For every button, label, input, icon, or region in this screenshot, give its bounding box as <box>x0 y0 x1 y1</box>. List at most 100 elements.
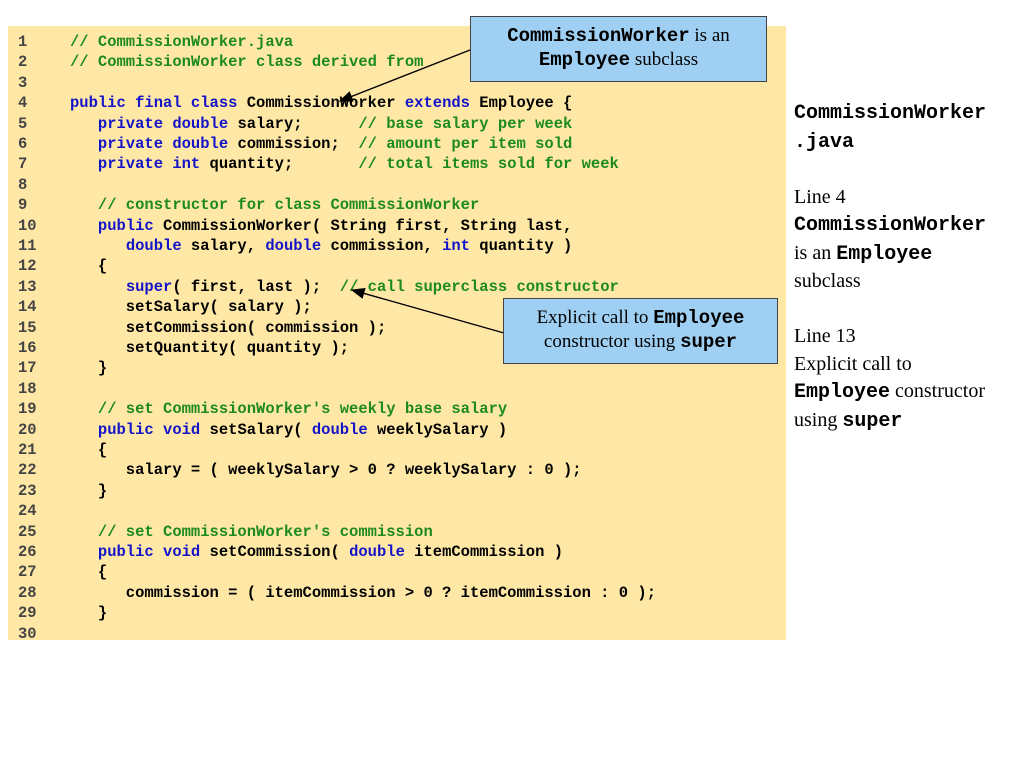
line-number: 20 <box>18 420 37 439</box>
code-token: setSalary( <box>200 420 312 439</box>
line-number: 11 <box>18 237 37 255</box>
code-comment: // amount per item sold <box>358 135 573 153</box>
callout2-employee: Employee <box>653 307 745 329</box>
side-line13-super: super <box>842 409 903 433</box>
line-number: 19 <box>18 400 37 419</box>
callout1-text-end: subclass <box>630 49 699 70</box>
code-text: double salary, double commission, int qu… <box>70 236 573 256</box>
code-text: commission = ( itemCommission > 0 ? item… <box>70 583 656 603</box>
code-keyword: private double <box>97 135 229 153</box>
code-text: setSalary( salary ); <box>70 297 312 317</box>
code-text: public CommissionWorker( String first, S… <box>70 216 572 236</box>
code-text: // constructor for class CommissionWorke… <box>70 195 479 215</box>
side-line13-employee: Employee <box>794 381 891 404</box>
line-number: 15 <box>18 318 37 337</box>
code-text: setCommission( commission ); <box>70 318 386 338</box>
callout2-text: Explicit call to <box>536 307 654 328</box>
code-token: weeklySalary ) <box>367 420 508 439</box>
code-text: { <box>70 256 107 276</box>
line-number: 23 <box>18 481 37 500</box>
code-token <box>70 237 126 255</box>
line-number: 24 <box>18 502 37 521</box>
side-notes: CommissionWorker .java Line 4 Commission… <box>794 99 1016 435</box>
code-token <box>70 196 98 214</box>
code-token: } <box>70 359 108 378</box>
code-token: setCommission( <box>200 543 350 561</box>
code-text: { <box>70 562 107 582</box>
code-keyword: super <box>125 277 173 296</box>
code-token: { <box>70 257 108 276</box>
code-keyword: private int <box>97 155 201 174</box>
line-number: 27 <box>18 563 37 582</box>
code-token: salary; <box>228 114 359 133</box>
code-text: } <box>70 481 107 501</box>
code-text: } <box>70 358 107 378</box>
code-text: private int quantity; // total items sol… <box>70 154 619 174</box>
side-filename-part2: .java <box>794 130 855 154</box>
code-token: setCommission( commission ); <box>70 318 387 337</box>
code-text: // CommissionWorker class derived from <box>70 52 433 72</box>
code-token: commission = ( itemCommission > 0 ? item… <box>70 583 656 602</box>
code-comment: // CommissionWorker.java <box>70 33 294 51</box>
callout1-class-name: CommissionWorker <box>507 25 690 47</box>
line-number: 6 <box>18 135 28 153</box>
callout-subclass: CommissionWorker is an Employee subclass <box>470 16 767 82</box>
line-number: 17 <box>18 359 37 378</box>
side-line4-employee: Employee <box>836 242 933 266</box>
code-token <box>70 217 98 235</box>
code-keyword: double <box>311 420 368 439</box>
side-line4-text: is an <box>794 241 837 264</box>
code-keyword: double <box>125 237 182 255</box>
code-token: ( first, last ); <box>172 277 340 296</box>
callout1-text: is an <box>689 25 730 46</box>
line-number: 10 <box>18 216 37 235</box>
code-token: setSalary( salary ); <box>70 298 312 317</box>
line-number: 29 <box>18 604 37 623</box>
line-number: 28 <box>18 583 37 602</box>
code-token <box>70 115 98 133</box>
code-token <box>70 543 98 561</box>
line-number: 8 <box>18 175 28 194</box>
code-comment: // call superclass constructor <box>339 277 619 296</box>
callout2-super: super <box>680 331 738 353</box>
line-number: 16 <box>18 339 37 357</box>
callout2-text-end: constructor using <box>543 331 681 352</box>
line-number: 26 <box>18 543 37 561</box>
side-line13-text2: constructor <box>890 380 985 402</box>
callout1-superclass-name: Employee <box>538 49 631 71</box>
code-text: super( first, last ); // call superclass… <box>70 277 619 297</box>
code-text: public void setSalary( double weeklySala… <box>70 420 507 440</box>
code-text: salary = ( weeklySalary > 0 ? weeklySala… <box>70 460 582 480</box>
code-text: private double salary; // base salary pe… <box>70 114 572 134</box>
code-keyword: public void <box>97 420 201 439</box>
side-line4-text-end: subclass <box>794 270 861 292</box>
line-number: 1 <box>18 33 28 51</box>
code-text: setQuantity( quantity ); <box>70 338 349 358</box>
line-number: 12 <box>18 257 37 276</box>
code-token: { <box>70 441 108 459</box>
code-token: setQuantity( quantity ); <box>70 339 350 357</box>
code-token: salary = ( weeklySalary > 0 ? weeklySala… <box>70 461 582 480</box>
side-line13-text: Explicit call to <box>794 352 912 375</box>
code-token: itemCommission ) <box>404 543 564 561</box>
callout-super-call: Explicit call to Employee constructor us… <box>503 298 778 364</box>
code-token: CommissionWorker( String first, String l… <box>153 216 573 235</box>
code-keyword: extends <box>404 94 470 113</box>
code-comment: // set CommissionWorker's commission <box>97 522 433 541</box>
code-keyword: double <box>265 237 322 255</box>
code-text: } <box>70 603 107 623</box>
code-comment: // constructor for class CommissionWorke… <box>97 196 480 215</box>
code-comment: // CommissionWorker class derived from <box>70 53 433 72</box>
code-text: // set CommissionWorker's commission <box>70 522 433 542</box>
code-keyword: public final class <box>70 94 238 113</box>
line-number: 5 <box>18 114 28 133</box>
code-token: quantity ) <box>469 237 573 255</box>
code-token <box>70 155 98 173</box>
code-text: public void setCommission( double itemCo… <box>70 542 563 562</box>
code-token <box>70 135 98 153</box>
line-number: 21 <box>18 441 37 459</box>
code-token <box>70 421 98 439</box>
line-number: 13 <box>18 277 37 296</box>
code-token: commission, <box>321 237 443 255</box>
code-text: { <box>70 440 107 460</box>
